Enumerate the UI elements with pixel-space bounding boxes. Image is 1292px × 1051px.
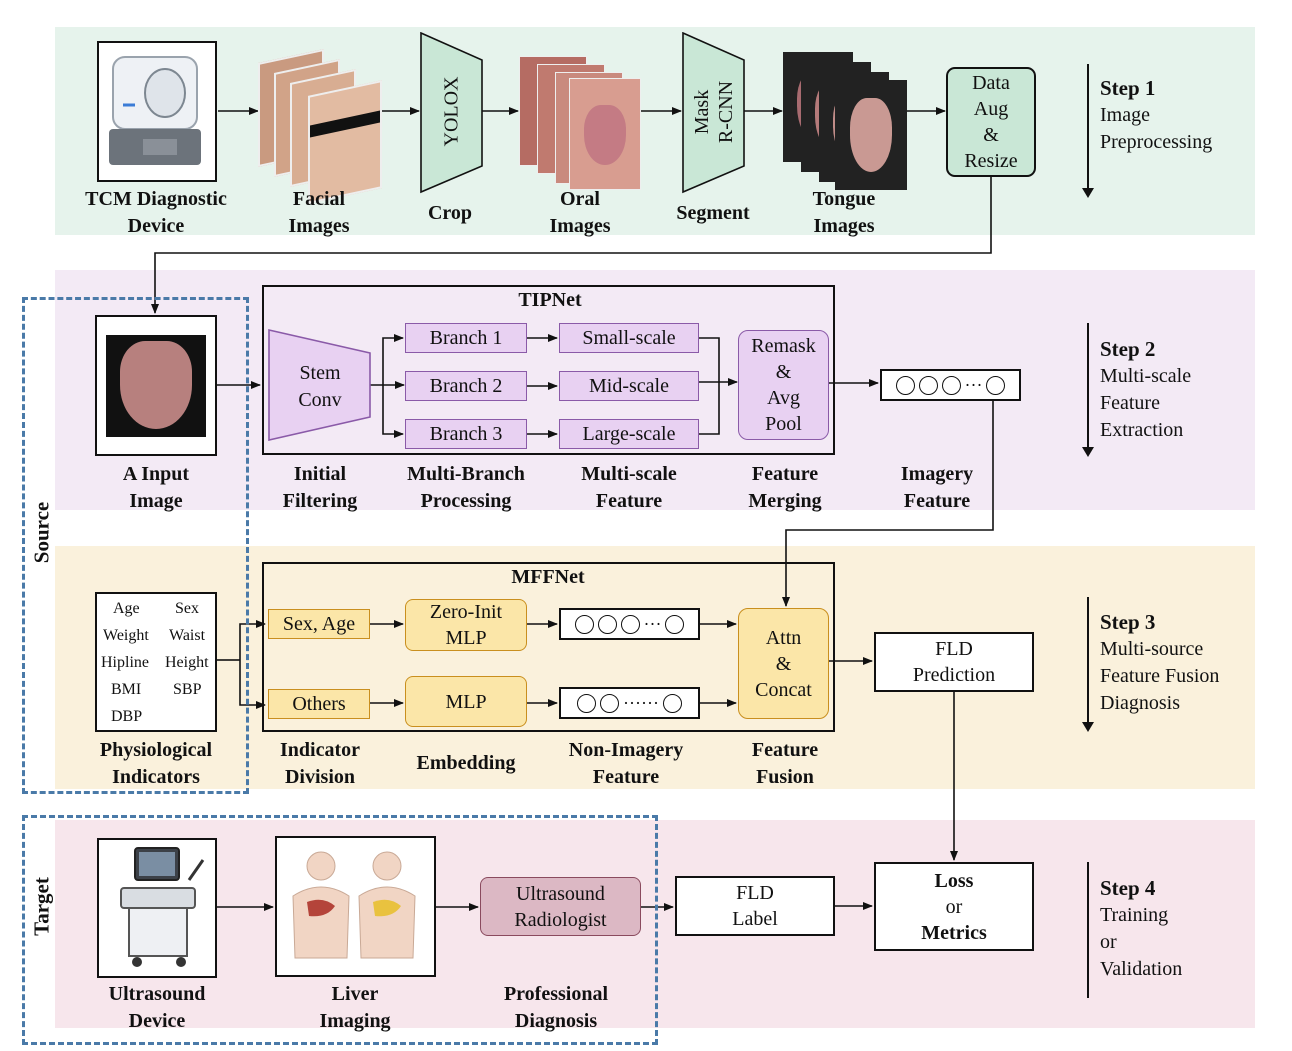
indicator-dbp: DBP — [111, 708, 143, 725]
crop-label: Crop — [427, 202, 473, 224]
sex-age-box: Sex, Age — [268, 609, 370, 639]
step4-title: Step 4 — [1100, 876, 1156, 900]
mffnet-title: MFFNet — [511, 566, 585, 588]
multi-branch-label: Multi-Branch Processing — [407, 463, 525, 512]
ultrasound-device-label: Ultrasound Device — [108, 983, 206, 1032]
embedding-label: Embedding — [416, 752, 516, 774]
non-imagery-vector-1: ··· — [559, 608, 700, 640]
loss-metrics-box: Loss or Metrics — [874, 862, 1034, 951]
source-label: Source — [29, 501, 54, 564]
tipnet-box — [262, 285, 835, 455]
indicator-sbp: SBP — [173, 681, 202, 698]
branch2-box: Branch 2 — [405, 371, 527, 401]
remask-avgpool-box: Remask & Avg Pool — [738, 330, 829, 440]
liver-imaging-icon — [292, 851, 416, 959]
or-text: or — [945, 895, 963, 918]
source-region — [22, 297, 249, 794]
indicator-bmi: BMI — [111, 681, 142, 698]
attn-concat-box: Attn & Concat — [738, 608, 829, 719]
indicator-age: Age — [113, 600, 140, 617]
tipnet-title: TIPNet — [518, 289, 582, 311]
oral-images-stack — [519, 50, 641, 190]
tcm-device-icon — [109, 56, 201, 165]
indicator-sex: Sex — [175, 600, 199, 617]
input-image — [95, 315, 217, 456]
yolox-trapezoid — [420, 32, 483, 194]
fld-prediction-box: FLD Prediction — [874, 632, 1034, 692]
target-label: Target — [29, 877, 54, 936]
step1-title: Step 1 — [1100, 76, 1156, 100]
step1-text: Step 1 Image Preprocessing — [1100, 75, 1212, 156]
input-image-label: A Input Image — [122, 463, 190, 512]
non-imagery-feature-label: Non-Imagery Feature — [568, 739, 684, 788]
feature-fusion-label: Feature Fusion — [751, 739, 819, 788]
facial-images-label: Facial Images — [288, 188, 350, 237]
zero-init-mlp-box: Zero-Init MLP — [405, 599, 527, 651]
step4-text: Step 4 Training or Validation — [1100, 875, 1182, 983]
liver-imaging-image — [275, 836, 436, 977]
imagery-feature-vector: ··· — [880, 369, 1021, 401]
step1-desc: Image Preprocessing — [1100, 104, 1213, 153]
tongue-images-label: Tongue Images — [812, 188, 876, 237]
professional-diagnosis-label: Professional Diagnosis — [503, 983, 609, 1032]
mid-scale-box: Mid-scale — [559, 371, 699, 401]
step1-arrow — [1082, 64, 1094, 198]
ultrasound-device-image — [97, 838, 217, 978]
tcm-device-image — [97, 41, 217, 182]
step2-desc: Multi-scale Feature Extraction — [1100, 365, 1192, 441]
step1-band — [55, 27, 1255, 235]
step4-divider — [1087, 862, 1089, 998]
ultrasound-device-icon — [120, 847, 205, 967]
facial-images-stack — [258, 44, 382, 204]
mffnet-box — [262, 562, 835, 732]
non-imagery-vector-2: ······ — [559, 687, 700, 719]
branch1-box: Branch 1 — [405, 323, 527, 353]
multi-scale-feature-label: Multi-scale Feature — [581, 463, 677, 512]
physiological-indicators-box: Age Sex Weight Waist Hipline Height BMI … — [95, 592, 217, 732]
others-box: Others — [268, 689, 370, 719]
liver-imaging-label: Liver Imaging — [319, 983, 391, 1032]
ultrasound-radiologist-box: Ultrasound Radiologist — [480, 877, 641, 936]
loss-text: Loss — [934, 869, 974, 892]
step2-arrow — [1082, 323, 1094, 457]
indicator-division-label: Indicator Division — [280, 739, 360, 788]
indicator-hipline: Hipline — [101, 654, 149, 671]
step3-title: Step 3 — [1100, 610, 1156, 634]
mlp-box: MLP — [405, 676, 527, 727]
step4-desc: Training or Validation — [1100, 904, 1183, 980]
step2-title: Step 2 — [1100, 337, 1156, 361]
stem-conv-label: Stem Conv — [298, 362, 342, 411]
physiological-indicators-label: Physiological Indicators — [99, 739, 213, 788]
tcm-device-label: TCM Diagnostic Device — [85, 188, 227, 237]
feature-merging-label: Feature Merging — [748, 463, 822, 512]
target-region — [22, 815, 658, 1045]
data-aug-resize-box: Data Aug & Resize — [946, 67, 1036, 177]
indicator-weight: Weight — [103, 627, 149, 644]
branch3-box: Branch 3 — [405, 419, 527, 449]
stem-conv-trapezoid — [268, 329, 371, 441]
step3-desc: Multi-source Feature Fusion Diagnosis — [1100, 638, 1220, 714]
initial-filtering-label: Initial Filtering — [282, 463, 358, 512]
metrics-text: Metrics — [921, 921, 987, 944]
mask-rcnn-trapezoid — [682, 32, 745, 194]
step2-text: Step 2 Multi-scale Feature Extraction — [1100, 336, 1191, 444]
indicator-waist: Waist — [169, 627, 206, 644]
small-scale-box: Small-scale — [559, 323, 699, 353]
yolox-label: YOLOX — [440, 76, 463, 147]
step3-text: Step 3 Multi-source Feature Fusion Diagno… — [1100, 609, 1219, 717]
step3-arrow — [1082, 597, 1094, 732]
imagery-feature-label: Imagery Feature — [900, 463, 974, 512]
segment-label: Segment — [676, 202, 750, 224]
tongue-images-stack — [783, 50, 907, 190]
mask-rcnn-label: Mask R-CNN — [691, 80, 737, 144]
step3-band — [55, 546, 1255, 789]
oral-images-label: Oral Images — [549, 188, 611, 237]
large-scale-box: Large-scale — [559, 419, 699, 449]
indicator-height: Height — [165, 654, 209, 671]
fld-label-box: FLD Label — [675, 876, 835, 936]
